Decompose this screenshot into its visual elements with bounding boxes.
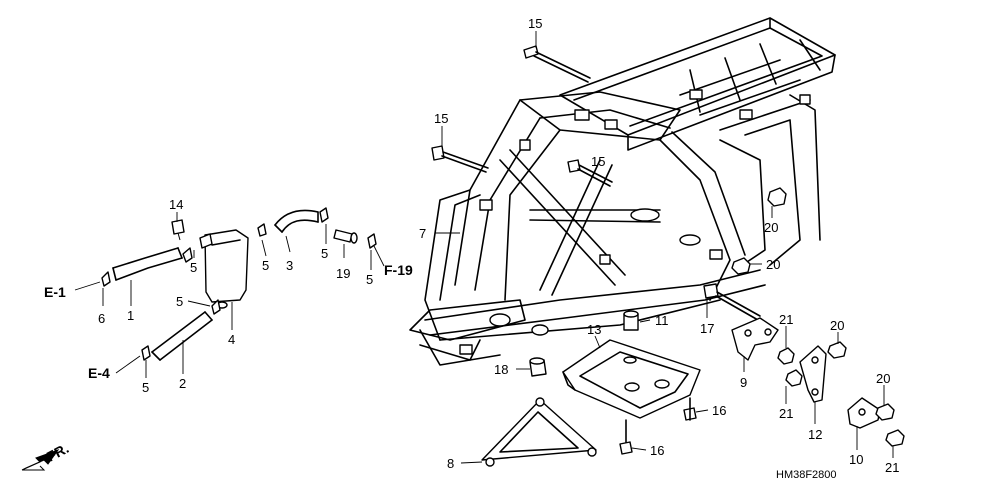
callout-6: 6 [98, 311, 105, 326]
bracket-9 [731, 317, 779, 361]
ref-f19: F-19 [384, 262, 413, 278]
callout-21-c: 21 [885, 460, 899, 475]
callout-15-middle: 15 [591, 154, 605, 169]
callout-2: 2 [179, 376, 186, 391]
nuts [731, 187, 905, 447]
callout-20-c: 20 [830, 318, 844, 333]
ref-e1: E-1 [44, 284, 66, 300]
callout-21-b: 21 [779, 406, 793, 421]
bracket-12 [799, 345, 827, 403]
front-direction-arrow [21, 448, 60, 471]
callout-5-a: 5 [190, 260, 197, 275]
diagram-code: HM38F2800 [776, 469, 837, 481]
callout-20-b: 20 [766, 257, 780, 272]
ref-e4: E-4 [88, 365, 110, 381]
callout-16-a: 16 [712, 403, 726, 418]
callout-11: 11 [655, 313, 669, 328]
callout-20-a: 20 [764, 220, 778, 235]
callout-4: 4 [228, 332, 235, 347]
frame-body [409, 17, 836, 366]
breather-assembly [101, 207, 377, 361]
callout-5-f: 5 [142, 380, 149, 395]
callout-8: 8 [447, 456, 454, 471]
bracket-8 [481, 397, 597, 467]
callout-19: 19 [336, 266, 350, 281]
callout-15-top: 15 [528, 16, 542, 31]
bracket-10 [847, 397, 881, 429]
callout-5-e: 5 [176, 294, 183, 309]
bolt-15-top [523, 45, 591, 83]
grommet-18 [529, 357, 547, 377]
callout-10: 10 [849, 452, 863, 467]
bolt-15-left [431, 145, 489, 173]
bolt-15-middle [567, 159, 613, 187]
callout-17: 17 [700, 321, 714, 336]
callout-7: 7 [419, 226, 426, 241]
bolt-17 [703, 283, 761, 321]
callout-20-d: 20 [876, 371, 890, 386]
callout-5-b: 5 [262, 258, 269, 273]
callout-1: 1 [127, 308, 134, 323]
skid-plate-13 [562, 339, 701, 419]
callout-14: 14 [169, 197, 183, 212]
bolts-16 [619, 397, 697, 455]
callout-12: 12 [808, 427, 822, 442]
callout-3: 3 [286, 258, 293, 273]
callout-13: 13 [587, 322, 601, 337]
callout-18: 18 [494, 362, 508, 377]
callout-9: 9 [740, 375, 747, 390]
callout-5-c: 5 [321, 246, 328, 261]
callout-15-left: 15 [434, 111, 448, 126]
leader-lines [74, 31, 894, 464]
callout-21-a: 21 [779, 312, 793, 327]
collar-11 [623, 310, 639, 331]
callout-5-d: 5 [366, 272, 373, 287]
callout-16-b: 16 [650, 443, 664, 458]
